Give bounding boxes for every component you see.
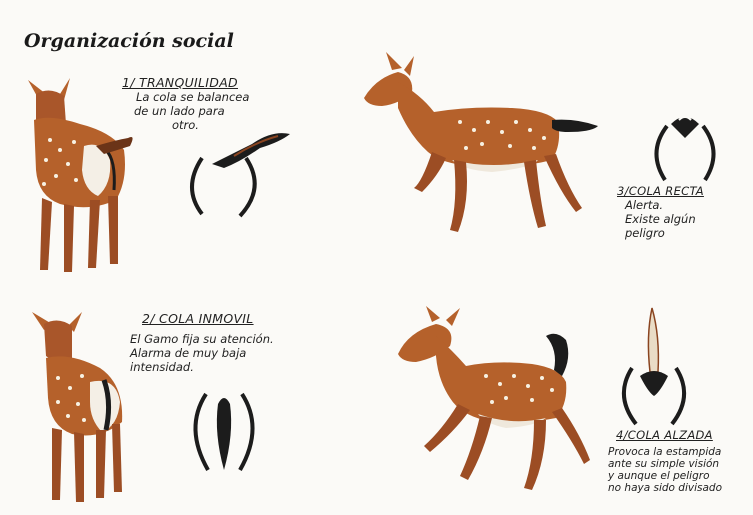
caption-line: ante su simple visión <box>608 458 722 470</box>
caption-line: no haya sido divisado <box>608 482 722 494</box>
caption-still-tail: 2/ COLA INMOVIL El Gamo fija su atención… <box>130 312 274 374</box>
caption-line: Alarma de muy baja <box>130 346 274 360</box>
caption-label: 4/COLA ALZADA <box>616 428 722 442</box>
tail-diagram-raised <box>610 306 700 436</box>
caption-line: intensidad. <box>130 360 274 374</box>
caption-line: La cola se balancea <box>136 90 249 104</box>
caption-line: Provoca la estampida <box>608 446 722 458</box>
caption-line: El Gamo fija su atención. <box>130 332 274 346</box>
caption-line: Existe algún <box>625 212 704 226</box>
deer-rear-still-illustration <box>30 312 140 507</box>
caption-straight-tail: 3/COLA RECTA Alerta. Existe algún peligr… <box>617 184 704 240</box>
tail-diagram-swinging <box>182 128 297 223</box>
caption-line: otro. <box>172 118 249 132</box>
caption-label: 2/ COLA INMOVIL <box>142 312 274 326</box>
page-title: Organización social <box>24 30 234 52</box>
deer-walking-alert-illustration <box>362 52 612 242</box>
deer-running-raised-tail-illustration <box>396 300 596 500</box>
caption-label: 3/COLA RECTA <box>617 184 704 198</box>
caption-line: Alerta. <box>625 198 704 212</box>
caption-raised-tail: 4/COLA ALZADA Provoca la estampida ante … <box>608 428 722 494</box>
caption-line: de un lado para <box>134 104 249 118</box>
caption-line: peligro <box>625 226 704 240</box>
tail-diagram-still <box>182 384 267 479</box>
caption-tranquility: 1/ TRANQUILIDAD La cola se balancea de u… <box>126 76 249 132</box>
tail-diagram-straight <box>645 108 725 188</box>
caption-label: 1/ TRANQUILIDAD <box>122 76 249 90</box>
caption-line: y aunque el peligro <box>608 470 722 482</box>
